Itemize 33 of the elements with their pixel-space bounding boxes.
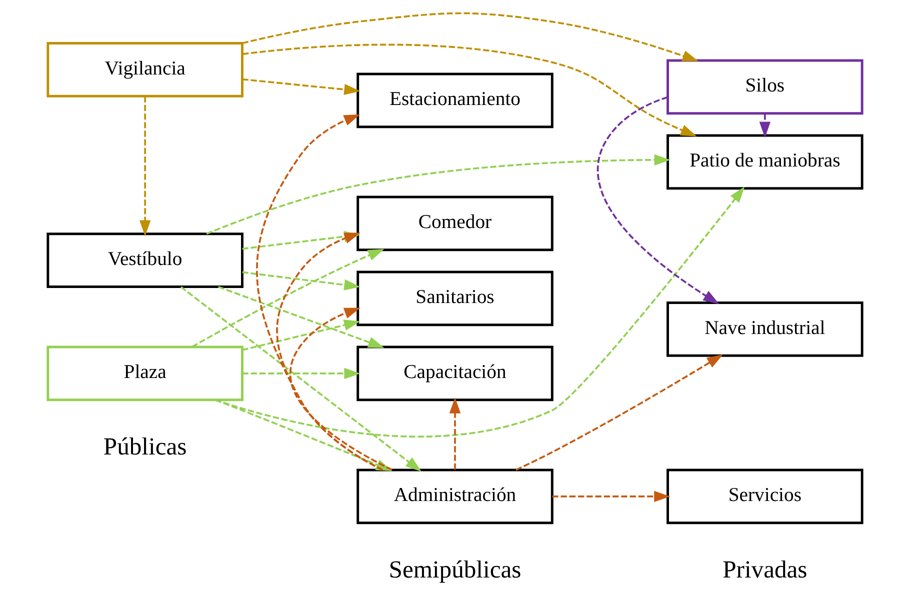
node-box: Capacitación	[356, 346, 553, 402]
label: Semipúblicas	[388, 556, 521, 584]
arrow	[276, 232, 383, 471]
arrow	[256, 114, 383, 471]
node-box: Vigilancia	[46, 42, 243, 98]
arrow	[242, 368, 360, 380]
arrow	[596, 96, 719, 304]
arrow	[242, 78, 360, 96]
arrow	[191, 248, 384, 348]
arrow	[242, 320, 360, 351]
arrow	[515, 354, 722, 471]
label: Públicas	[102, 434, 186, 461]
node-box: Vestíbulo	[46, 232, 243, 288]
node-box: Servicios	[666, 468, 863, 524]
node-box: Silos	[666, 59, 863, 115]
arrow	[448, 397, 460, 470]
arrow	[552, 490, 670, 502]
node-box: Patio de maniobras	[666, 134, 863, 190]
node-box: Estacionamiento	[356, 72, 553, 128]
arrow	[242, 271, 360, 290]
arrow	[206, 154, 670, 235]
node-box: Administración	[356, 468, 553, 524]
arrow	[214, 186, 744, 438]
node-box: Comedor	[356, 196, 553, 252]
arrow	[242, 44, 696, 136]
node-box: Nave industrial	[666, 302, 863, 357]
arrow	[242, 12, 698, 62]
label: Privadas	[722, 556, 807, 584]
arrow	[138, 96, 150, 236]
node-box: Plaza	[46, 346, 243, 402]
arrow	[218, 286, 384, 348]
node-box: Sanitarios	[356, 270, 553, 326]
arrow	[758, 114, 770, 138]
